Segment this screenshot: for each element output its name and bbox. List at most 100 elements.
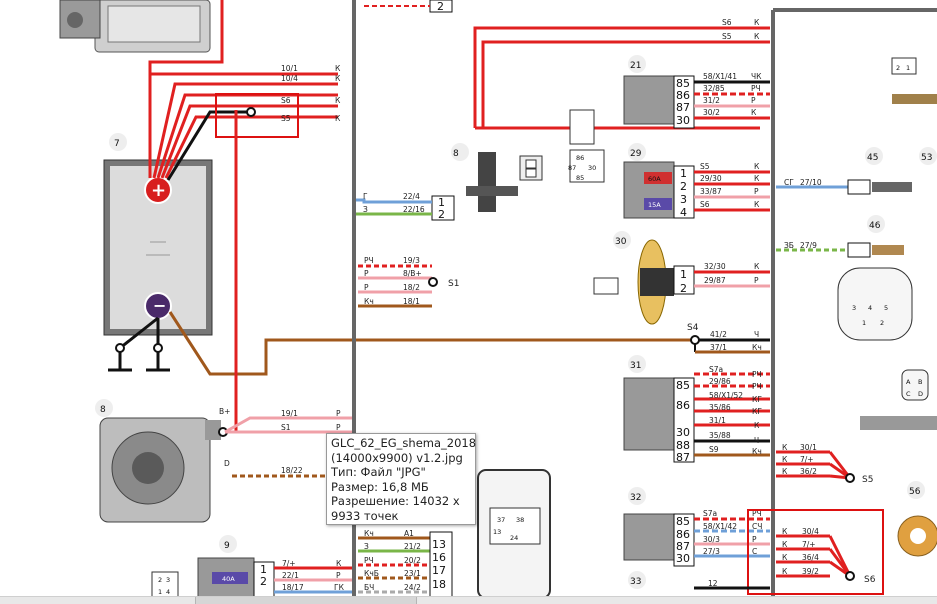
svg-text:19/1: 19/1 bbox=[281, 409, 298, 418]
component-56 bbox=[897, 515, 937, 557]
svg-text:58/X1/52: 58/X1/52 bbox=[709, 391, 743, 400]
svg-text:35/88: 35/88 bbox=[709, 431, 731, 440]
svg-text:27/9: 27/9 bbox=[800, 241, 817, 250]
svg-text:S1: S1 bbox=[448, 279, 459, 289]
svg-text:4: 4 bbox=[680, 206, 687, 219]
svg-text:58/X1/41: 58/X1/41 bbox=[703, 72, 737, 81]
svg-text:S9: S9 bbox=[709, 445, 719, 454]
svg-text:Р: Р bbox=[364, 283, 369, 292]
svg-text:Ч: Ч bbox=[754, 330, 759, 339]
highlight-box-s6 bbox=[747, 509, 884, 595]
svg-text:85: 85 bbox=[576, 174, 584, 182]
svg-text:СГ: СГ bbox=[784, 178, 794, 187]
svg-text:+: + bbox=[151, 180, 166, 201]
svg-text:87: 87 bbox=[676, 451, 690, 464]
horizontal-scrollbar[interactable] bbox=[0, 596, 937, 604]
svg-text:К: К bbox=[782, 567, 788, 576]
component-label-7: 7 bbox=[114, 139, 120, 149]
svg-text:8: 8 bbox=[453, 149, 459, 159]
svg-text:СЧ: СЧ bbox=[752, 522, 762, 531]
svg-text:Р: Р bbox=[751, 96, 756, 105]
svg-text:КГ: КГ bbox=[752, 395, 762, 404]
svg-text:17: 17 bbox=[432, 564, 446, 577]
svg-text:87: 87 bbox=[676, 540, 690, 553]
svg-text:B: B bbox=[918, 378, 922, 386]
svg-text:−: − bbox=[153, 296, 166, 315]
svg-text:К: К bbox=[751, 108, 757, 117]
scrollbar-thumb[interactable] bbox=[195, 597, 417, 604]
svg-text:РЧ: РЧ bbox=[364, 256, 374, 265]
svg-text:БЧ: БЧ bbox=[364, 583, 374, 592]
tooltip-filename: GLC_62_EG_shema_2018 (14000x9900) v1.2.j… bbox=[331, 436, 477, 465]
svg-text:85: 85 bbox=[676, 379, 690, 392]
svg-text:85: 85 bbox=[676, 515, 690, 528]
svg-text:К: К bbox=[335, 96, 341, 105]
svg-text:19/3: 19/3 bbox=[403, 256, 420, 265]
sensor-45 bbox=[847, 179, 912, 195]
svg-text:86: 86 bbox=[676, 89, 690, 102]
svg-text:1: 1 bbox=[862, 319, 866, 327]
svg-text:35/86: 35/86 bbox=[709, 403, 731, 412]
svg-text:40A: 40A bbox=[222, 575, 235, 583]
ecu-connector: 37 38 13 24 bbox=[477, 469, 551, 599]
svg-text:7/+: 7/+ bbox=[802, 540, 816, 549]
svg-text:S5: S5 bbox=[862, 475, 873, 485]
svg-text:S7a: S7a bbox=[703, 509, 717, 518]
svg-text:22/1: 22/1 bbox=[282, 571, 299, 580]
starter-motor bbox=[59, 0, 211, 53]
sensor-46 bbox=[847, 242, 904, 258]
svg-text:9: 9 bbox=[224, 541, 230, 551]
svg-text:1: 1 bbox=[260, 563, 267, 576]
svg-text:18/22: 18/22 bbox=[281, 466, 303, 475]
svg-text:7/+: 7/+ bbox=[800, 455, 814, 464]
svg-text:30/2: 30/2 bbox=[703, 108, 720, 117]
svg-text:С: С bbox=[752, 547, 757, 556]
svg-text:5: 5 bbox=[884, 304, 888, 312]
svg-text:53: 53 bbox=[921, 153, 932, 163]
svg-text:21: 21 bbox=[630, 61, 641, 71]
alternator-8 bbox=[99, 417, 221, 523]
svg-text:10/4: 10/4 bbox=[281, 74, 298, 83]
s6-s5-feed bbox=[473, 26, 770, 128]
svg-text:А1: А1 bbox=[404, 529, 414, 538]
svg-text:S7a: S7a bbox=[709, 365, 723, 374]
svg-text:S6: S6 bbox=[281, 96, 291, 105]
svg-text:Р: Р bbox=[364, 269, 369, 278]
sensor-lambda bbox=[860, 416, 937, 430]
svg-text:2: 2 bbox=[438, 208, 445, 221]
svg-text:24: 24 bbox=[510, 534, 518, 542]
svg-text:2: 2 bbox=[260, 575, 267, 588]
connector-icon-30: 86 87 30 85 bbox=[568, 109, 605, 183]
svg-text:30: 30 bbox=[676, 114, 690, 127]
fan-motor-31: 1 2 bbox=[637, 239, 695, 325]
svg-text:4: 4 bbox=[868, 304, 872, 312]
relay-33: 85 86 87 30 bbox=[623, 513, 695, 567]
svg-text:ГК: ГК bbox=[334, 583, 345, 592]
svg-text:87: 87 bbox=[676, 101, 690, 114]
component-label-8: 8 bbox=[100, 405, 106, 415]
svg-text:2: 2 bbox=[896, 64, 900, 72]
wire-labels-top: 10/1 К 10/4 К S6 К S5 К bbox=[281, 64, 341, 123]
svg-text:23/1: 23/1 bbox=[404, 569, 421, 578]
svg-text:18/17: 18/17 bbox=[282, 583, 304, 592]
svg-text:46: 46 bbox=[869, 221, 881, 231]
svg-text:30/3: 30/3 bbox=[703, 535, 720, 544]
svg-text:C: C bbox=[906, 390, 911, 398]
svg-text:7/+: 7/+ bbox=[282, 559, 296, 568]
svg-text:К: К bbox=[782, 443, 788, 452]
svg-text:29: 29 bbox=[630, 149, 642, 159]
svg-text:30: 30 bbox=[615, 237, 627, 247]
svg-text:РЧ: РЧ bbox=[364, 556, 374, 565]
svg-text:К: К bbox=[336, 559, 342, 568]
svg-text:33/87: 33/87 bbox=[700, 187, 722, 196]
svg-text:Кч: Кч bbox=[364, 297, 374, 306]
svg-text:86: 86 bbox=[576, 154, 584, 162]
svg-text:К: К bbox=[335, 64, 341, 73]
fuse-block-30: 60A 15A 1 2 3 4 bbox=[623, 161, 695, 219]
svg-text:30/1: 30/1 bbox=[800, 443, 817, 452]
svg-text:A: A bbox=[906, 378, 911, 386]
